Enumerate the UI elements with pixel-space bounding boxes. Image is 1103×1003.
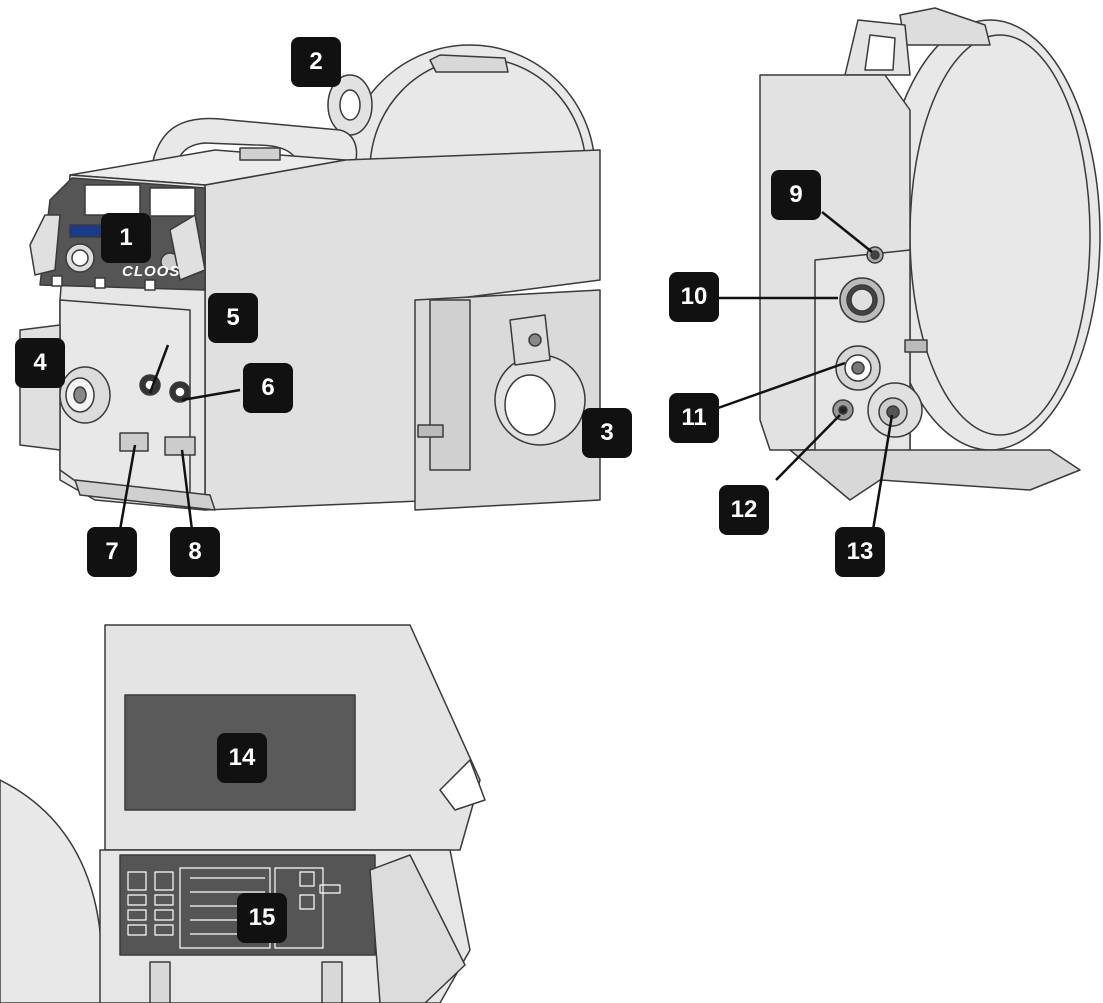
- callout-10: 10: [669, 272, 719, 322]
- housing-side: [204, 149, 601, 511]
- callout-1: 1: [101, 213, 151, 263]
- callout-3: 3: [582, 408, 632, 458]
- front-view: [19, 44, 601, 511]
- callout-2: 2: [291, 37, 341, 87]
- callout-6: 6: [243, 363, 293, 413]
- callout-8: 8: [170, 527, 220, 577]
- coupling-8: [164, 436, 196, 456]
- callout-14: 14: [217, 733, 267, 783]
- pressure-knob-left: [149, 961, 171, 1003]
- callout-11: 11: [669, 393, 719, 443]
- callout-12: 12: [719, 485, 769, 535]
- callout-4: 4: [15, 338, 65, 388]
- callout-9: 9: [771, 170, 821, 220]
- brand-logo-text: CLOOS: [122, 263, 181, 280]
- rear-view: [759, 7, 1101, 501]
- callout-5: 5: [208, 293, 258, 343]
- leader-lines: [118, 211, 894, 531]
- pressure-knob-right: [321, 961, 343, 1003]
- callout-13: 13: [835, 527, 885, 577]
- callout-15: 15: [237, 893, 287, 943]
- rear-spool: [879, 19, 1101, 451]
- top-view: [0, 624, 486, 1003]
- callout-7: 7: [87, 527, 137, 577]
